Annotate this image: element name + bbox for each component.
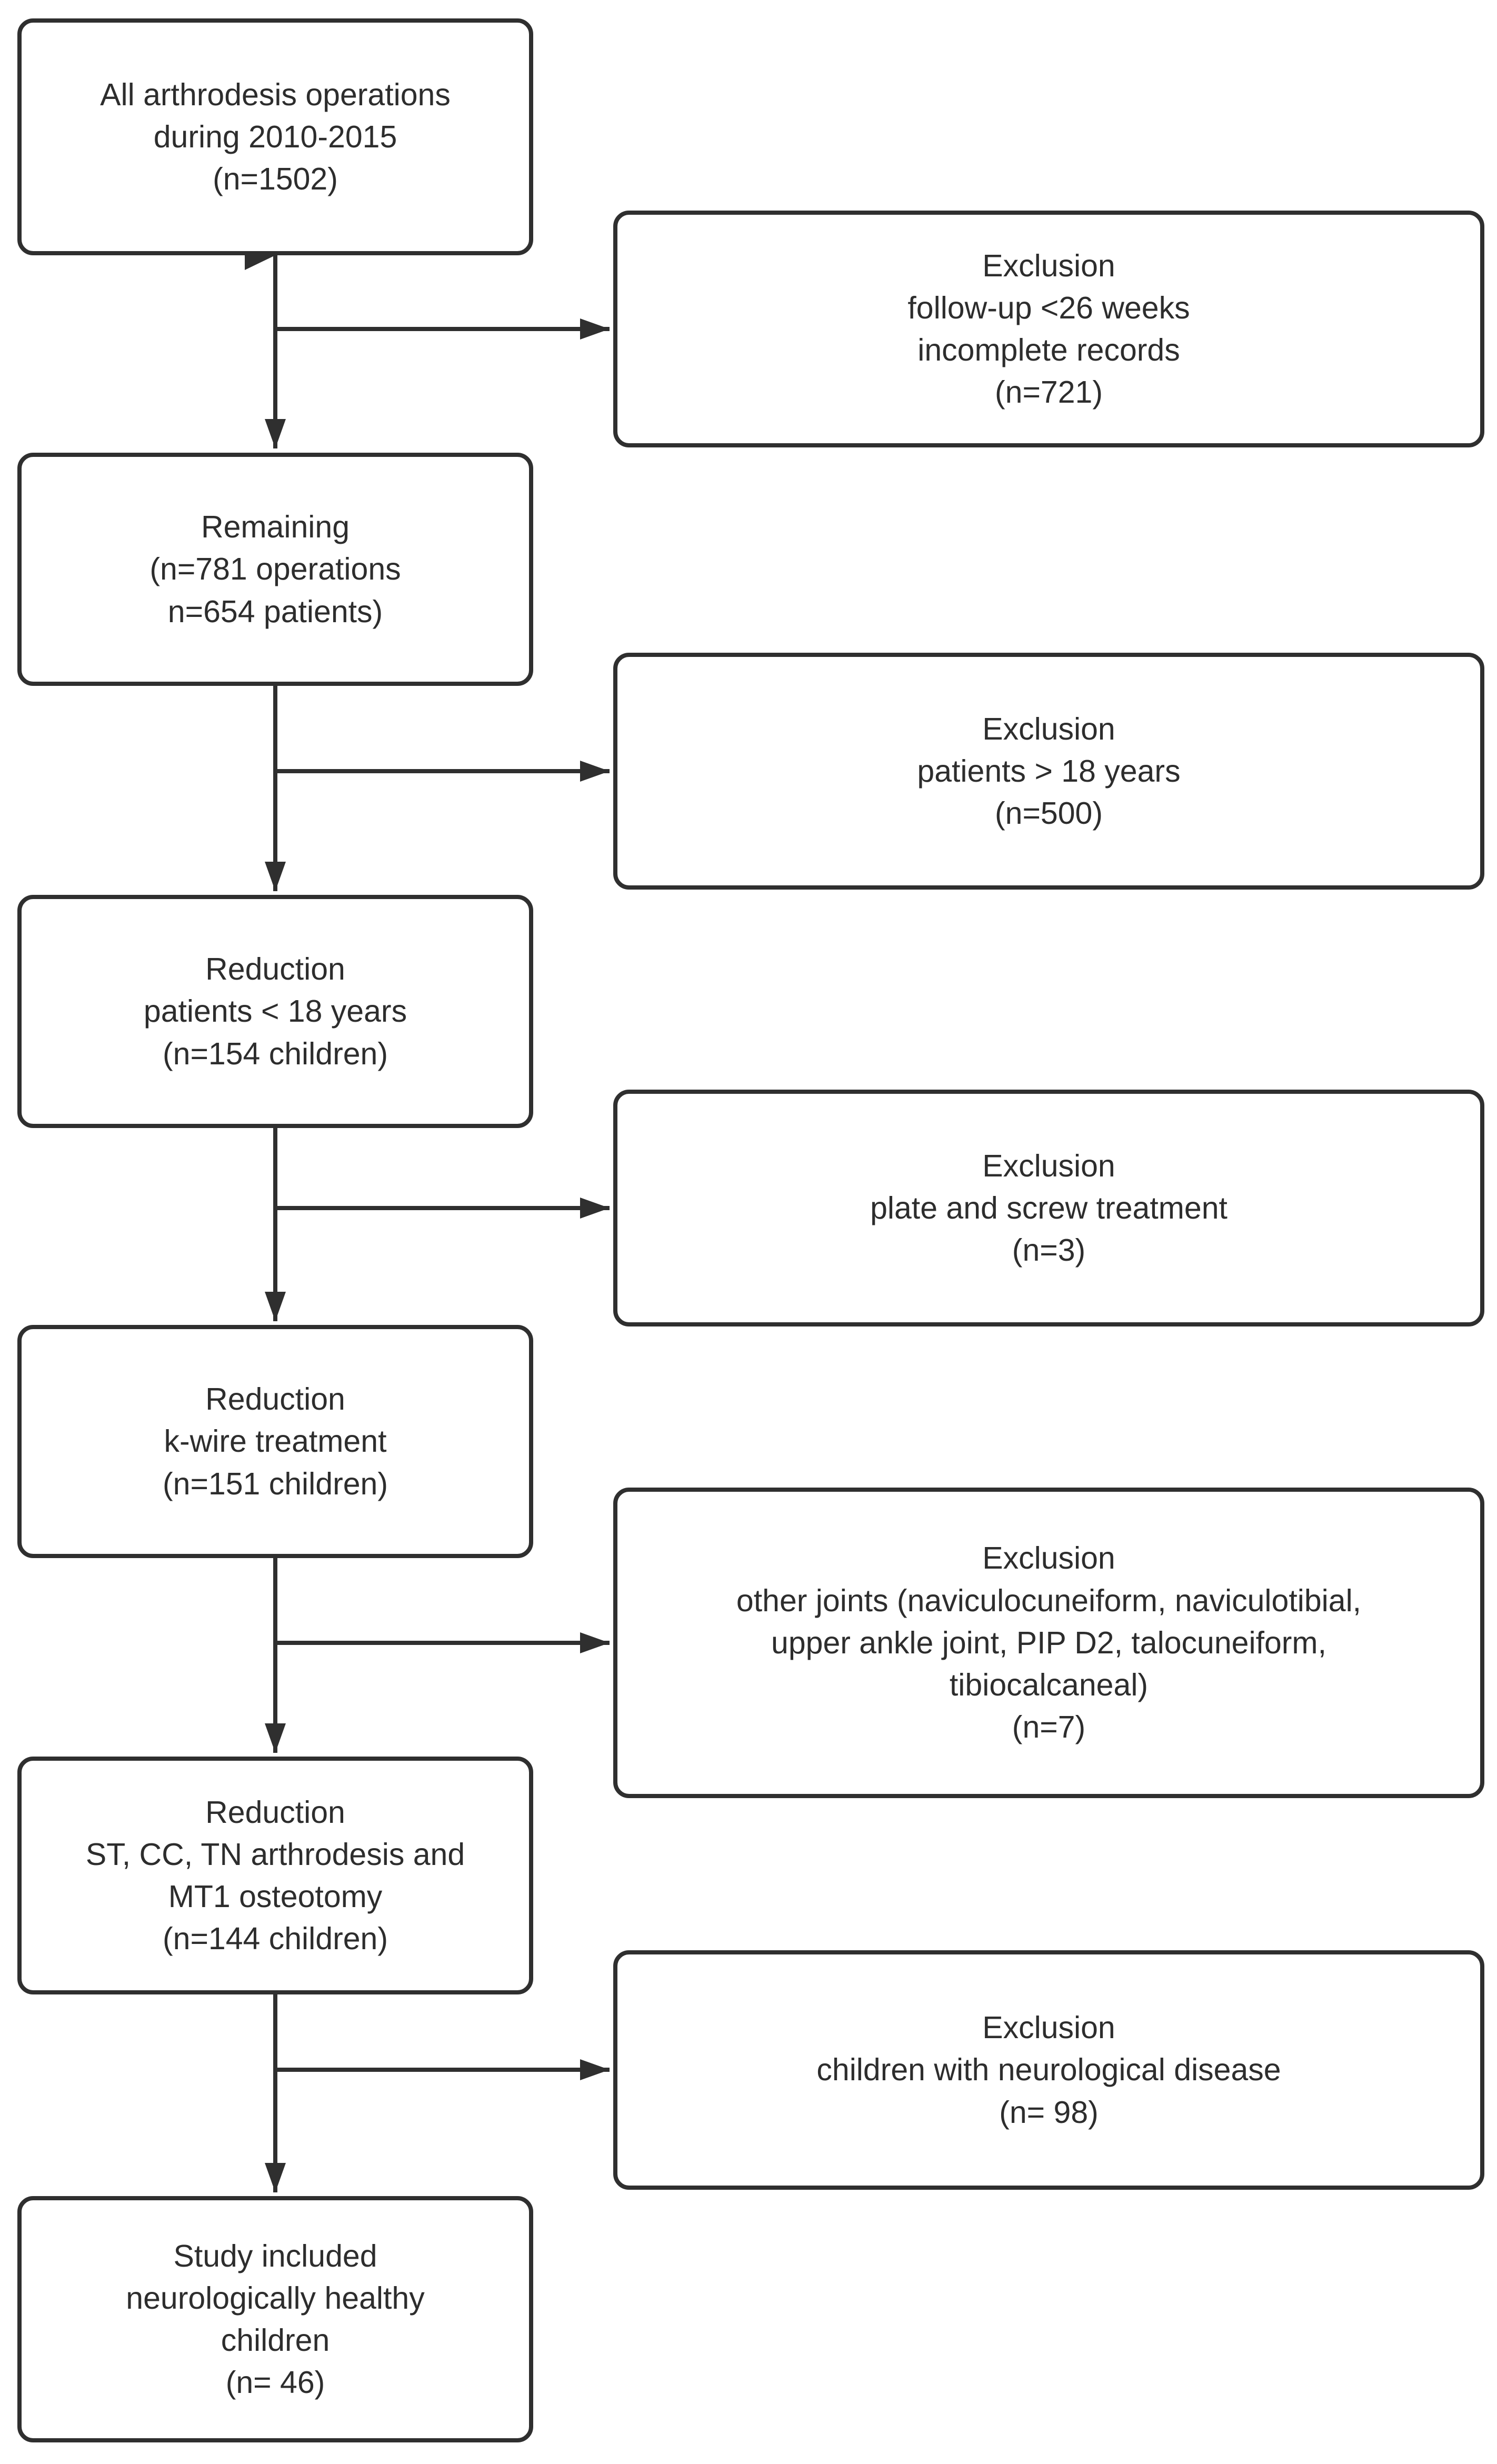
box-all-operations: All arthrodesis operations during 2010-2… — [17, 18, 533, 255]
box-text-line: during 2010-2015 — [153, 119, 397, 154]
box-text-line: (n=1502) — [213, 162, 338, 197]
box-text-line: children — [221, 2323, 330, 2358]
box-text-line: (n=151 children) — [162, 1466, 388, 1501]
box-text-line: Exclusion — [982, 2010, 1115, 2046]
box-text-line: Exclusion — [982, 711, 1115, 746]
box-text-line: patients > 18 years — [917, 753, 1181, 789]
box-text-line: Study included — [173, 2238, 377, 2273]
box-reduction-st-cc-tn: Reduction ST, CC, TN arthrodesis and MT1… — [17, 1757, 533, 1994]
box-text-line: (n=154 children) — [162, 1036, 388, 1071]
box-text-line: follow-up <26 weeks — [907, 290, 1190, 325]
box-text-line: patients < 18 years — [143, 994, 407, 1029]
box-study-included: Study included neurologically healthy ch… — [17, 2196, 533, 2442]
box-exclusion-followup: Exclusion follow-up <26 weeks incomplete… — [613, 211, 1484, 447]
box-text-line: children with neurological disease — [816, 2052, 1281, 2088]
box-text-line: All arthrodesis operations — [100, 77, 451, 112]
box-text-line: (n= 46) — [225, 2365, 325, 2400]
box-text-line: ST, CC, TN arthrodesis and — [85, 1837, 465, 1872]
box-reduction-kwire: Reduction k-wire treatment (n=151 childr… — [17, 1325, 533, 1558]
box-exclusion-neurological: Exclusion children with neurological dis… — [613, 1950, 1484, 2190]
box-text-line: MT1 osteotomy — [168, 1879, 383, 1914]
box-text-line: Remaining — [201, 510, 350, 545]
box-text-line: plate and screw treatment — [870, 1190, 1227, 1225]
box-text-line: (n=144 children) — [162, 1921, 388, 1957]
box-exclusion-other-joints: Exclusion other joints (naviculocuneifor… — [613, 1488, 1484, 1798]
box-text-line: Exclusion — [982, 248, 1115, 283]
box-exclusion-plate-screw: Exclusion plate and screw treatment (n=3… — [613, 1090, 1484, 1326]
box-text-line: n=654 patients) — [167, 594, 383, 629]
box-reduction-under-18: Reduction patients < 18 years (n=154 chi… — [17, 895, 533, 1128]
box-text-line: (n= 98) — [999, 2094, 1099, 2130]
box-text-line: (n=500) — [994, 796, 1103, 831]
box-text-line: (n=721) — [994, 375, 1103, 410]
box-text-line: Reduction — [205, 1794, 345, 1830]
box-text-line: incomplete records — [917, 333, 1180, 367]
box-text-line: Exclusion — [982, 1541, 1115, 1576]
box-text-line: other joints (naviculocuneiform, navicul… — [736, 1583, 1362, 1618]
box-text-line: Reduction — [205, 952, 345, 987]
box-text-line: k-wire treatment — [164, 1424, 387, 1459]
box-text-line: (n=7) — [1012, 1710, 1086, 1745]
box-text-line: Reduction — [205, 1382, 345, 1417]
box-text-line: (n=3) — [1012, 1233, 1086, 1268]
box-text-line: neurologically healthy — [126, 2280, 425, 2316]
box-exclusion-over-18: Exclusion patients > 18 years (n=500) — [613, 653, 1484, 890]
box-text-line: (n=781 operations — [149, 552, 401, 587]
box-text-line: Exclusion — [982, 1148, 1115, 1183]
box-remaining: Remaining (n=781 operations n=654 patien… — [17, 453, 533, 686]
box-text-line: upper ankle joint, PIP D2, talocuneiform… — [771, 1625, 1326, 1660]
box-text-line: tibiocalcaneal) — [949, 1668, 1149, 1703]
